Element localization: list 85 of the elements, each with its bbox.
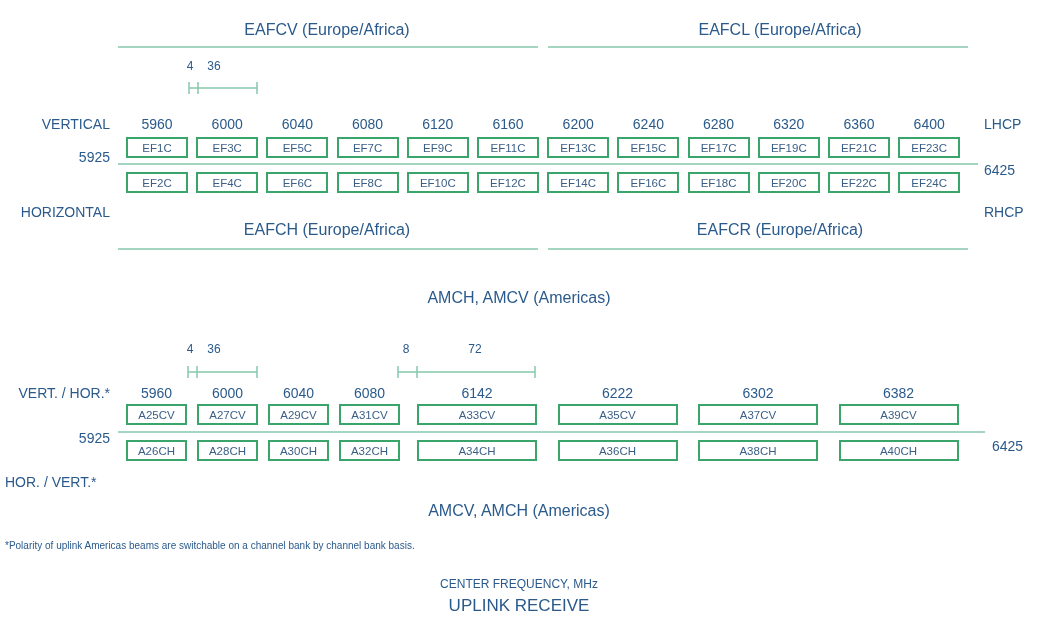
channel-box: A31CV bbox=[339, 404, 400, 425]
frequency-value: 6200 bbox=[562, 117, 594, 131]
dimension-value: 4 bbox=[186, 343, 194, 355]
channel-box: A32CH bbox=[339, 440, 400, 461]
channel-box: EF14C bbox=[547, 172, 610, 193]
channel-box: EF8C bbox=[336, 172, 399, 193]
channel-box: A26CH bbox=[126, 440, 187, 461]
frequency-value: 6080 bbox=[353, 386, 386, 400]
channel-box: A34CH bbox=[417, 440, 537, 461]
channel-box: A29CV bbox=[268, 404, 329, 425]
dimension-value: 4 bbox=[186, 60, 194, 72]
axis-caption: CENTER FREQUENCY, MHz bbox=[440, 578, 598, 590]
channel-box: A38CH bbox=[698, 440, 818, 461]
channel-box: A37CV bbox=[698, 404, 818, 425]
channel-box: A27CV bbox=[197, 404, 258, 425]
channel-box: EF10C bbox=[406, 172, 469, 193]
dimension-value: 72 bbox=[468, 343, 482, 355]
channel-box: EF17C bbox=[687, 137, 750, 158]
polarization-label: HOR. / VERT.* bbox=[5, 475, 97, 489]
dimension-value: 36 bbox=[207, 60, 221, 72]
channel-box: A30CH bbox=[268, 440, 329, 461]
channel-box: EF20C bbox=[757, 172, 820, 193]
dimension-value: 8 bbox=[402, 343, 410, 355]
frequency-value: 6160 bbox=[492, 117, 524, 131]
channel-box: EF1C bbox=[126, 137, 188, 158]
frequency-value: 6382 bbox=[882, 386, 915, 400]
channel-box: EF4C bbox=[196, 172, 259, 193]
section-heading: AMCV, AMCH (Americas) bbox=[428, 503, 610, 519]
section-heading: EAFCV (Europe/Africa) bbox=[244, 22, 410, 38]
channel-box: EF5C bbox=[266, 137, 329, 158]
channel-box: EF18C bbox=[687, 172, 750, 193]
channel-box: EF15C bbox=[617, 137, 680, 158]
frequency-value: 6040 bbox=[281, 117, 313, 131]
frequency-value: 6280 bbox=[703, 117, 735, 131]
polarization-label: RHCP bbox=[984, 205, 1024, 219]
dimension-value: 36 bbox=[207, 343, 221, 355]
channel-box: EF24C bbox=[898, 172, 961, 193]
frequency-value: 5925 bbox=[78, 150, 110, 164]
frequency-value: 6080 bbox=[352, 117, 384, 131]
channel-box: A35CV bbox=[557, 404, 678, 425]
channel-box: EF2C bbox=[126, 172, 188, 193]
section-heading: EAFCR (Europe/Africa) bbox=[696, 222, 864, 238]
channel-box: EF19C bbox=[757, 137, 820, 158]
channel-box: EF7C bbox=[336, 137, 399, 158]
frequency-value: 6000 bbox=[211, 117, 243, 131]
polarization-label: HORIZONTAL bbox=[20, 205, 110, 219]
frequency-value: 5960 bbox=[140, 386, 173, 400]
frequency-value: 5960 bbox=[141, 117, 173, 131]
channel-box: EF21C bbox=[828, 137, 890, 158]
frequency-value: 6240 bbox=[632, 117, 664, 131]
polarization-label: VERT. / HOR.* bbox=[18, 386, 110, 400]
frequency-value: 6302 bbox=[742, 386, 774, 400]
channel-box: EF9C bbox=[406, 137, 469, 158]
channel-box: A33CV bbox=[417, 404, 537, 425]
section-heading: EAFCH (Europe/Africa) bbox=[243, 222, 411, 238]
section-heading: EAFCL (Europe/Africa) bbox=[698, 22, 862, 38]
frequency-value: 6222 bbox=[601, 386, 634, 400]
channel-box: EF6C bbox=[266, 172, 329, 193]
channel-box: EF23C bbox=[898, 137, 961, 158]
channel-box: A36CH bbox=[557, 440, 678, 461]
frequency-value: 6040 bbox=[282, 386, 315, 400]
frequency-value: 6142 bbox=[461, 386, 493, 400]
frequency-value: 6360 bbox=[843, 117, 875, 131]
channel-box: EF3C bbox=[196, 137, 259, 158]
frequency-value: 5925 bbox=[78, 431, 110, 445]
channel-box: A39CV bbox=[838, 404, 959, 425]
section-heading: AMCH, AMCV (Americas) bbox=[427, 290, 611, 306]
frequency-value: 6000 bbox=[211, 386, 244, 400]
channel-box: A28CH bbox=[197, 440, 258, 461]
channel-box: EF16C bbox=[617, 172, 680, 193]
frequency-value: 6120 bbox=[422, 117, 454, 131]
footnote: *Polarity of uplink Americas beams are switchable on a channel bank by channel bank basis. bbox=[5, 541, 415, 551]
channel-box: EF11C bbox=[477, 137, 539, 158]
frequency-value: 6400 bbox=[913, 117, 945, 131]
frequency-value: 6425 bbox=[992, 439, 1024, 453]
channel-box: A25CV bbox=[126, 404, 187, 425]
frequency-value: 6425 bbox=[984, 163, 1016, 177]
polarization-label: VERTICAL bbox=[41, 117, 110, 131]
frequency-value: 6320 bbox=[773, 117, 805, 131]
channel-box: EF22C bbox=[828, 172, 890, 193]
channel-box: EF13C bbox=[547, 137, 610, 158]
channel-box: A40CH bbox=[838, 440, 959, 461]
polarization-label: LHCP bbox=[984, 117, 1022, 131]
section-heading: UPLINK RECEIVE bbox=[448, 596, 590, 614]
channel-box: EF12C bbox=[477, 172, 539, 193]
